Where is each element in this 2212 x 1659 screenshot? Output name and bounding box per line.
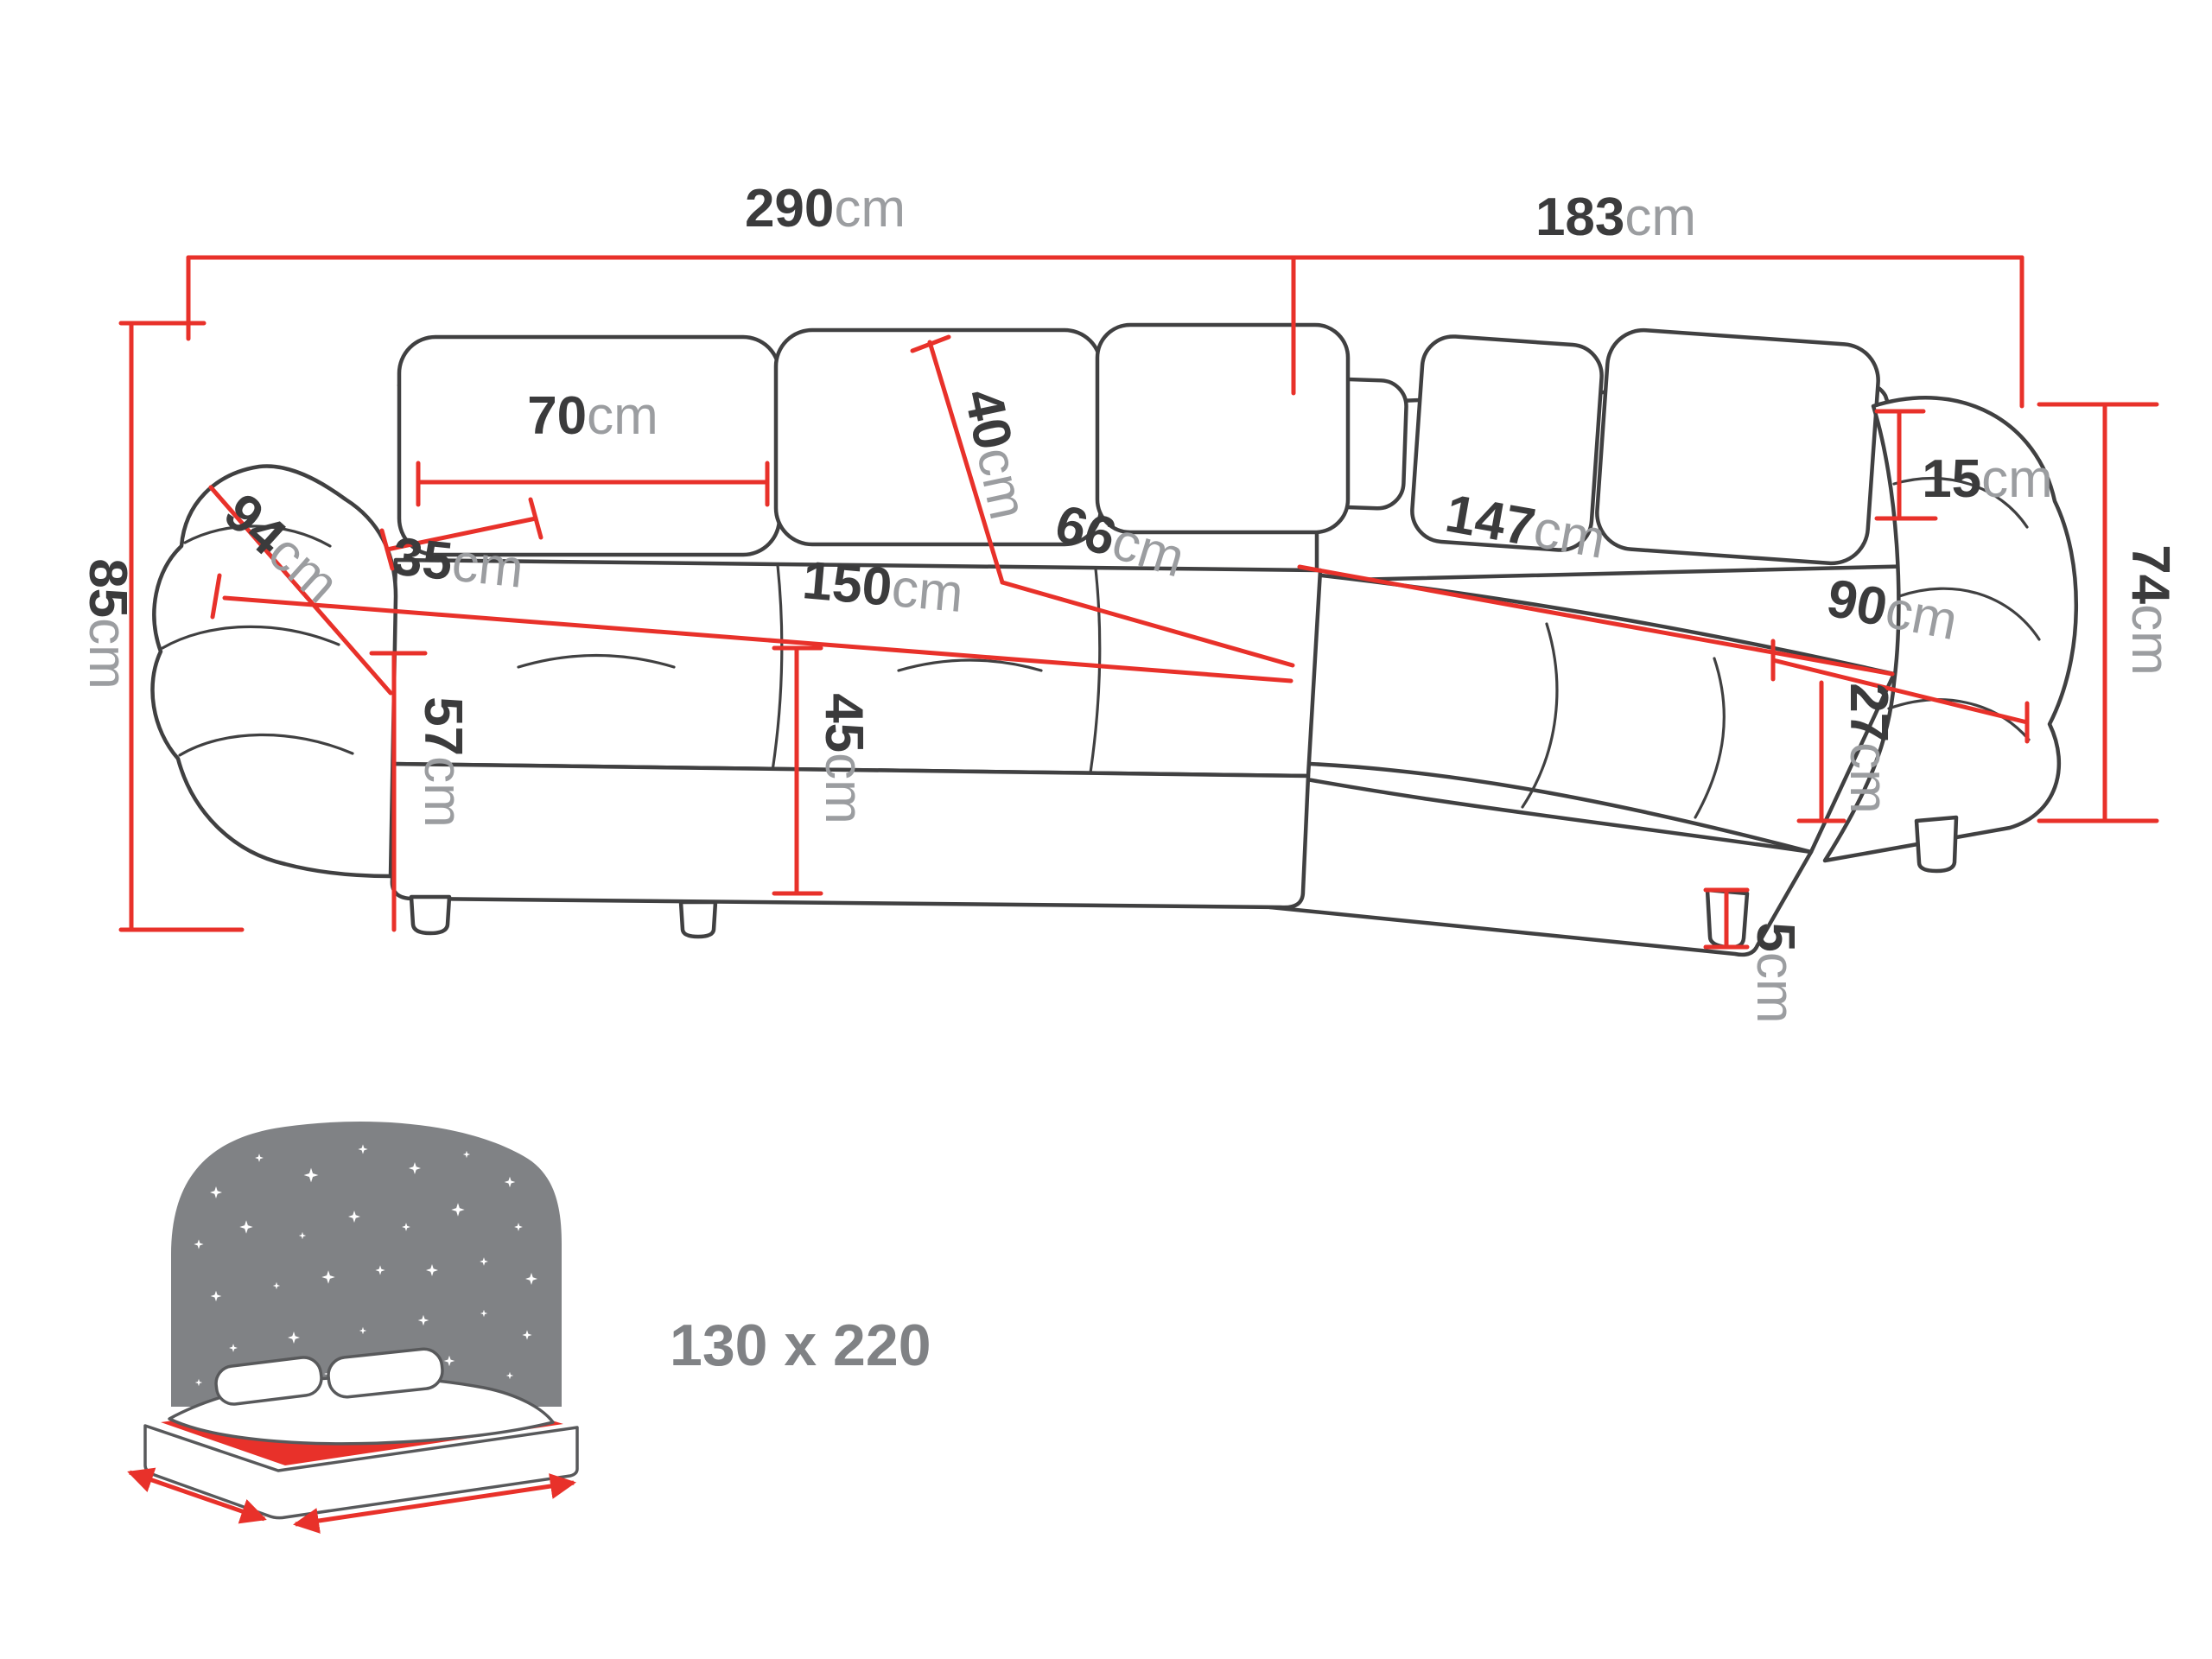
left-seat-seam	[1089, 567, 1102, 774]
bed-with-starry-headboard-icon	[127, 1121, 579, 1534]
left-armrest-roll	[183, 524, 332, 548]
dim-side-height-label: 74cm	[2120, 544, 2180, 676]
dim-value: 15	[1922, 449, 1981, 509]
dim-back-cushion-height-line	[910, 334, 1005, 585]
sofa-leg	[678, 899, 718, 939]
dim-unit: cm	[1981, 449, 2053, 509]
dim-chaise-seat-height-line	[1796, 680, 1847, 823]
left-armrest-roll	[161, 625, 340, 650]
sleeping-area-label: 130 x 220	[670, 1313, 931, 1378]
dim-unit: cm	[814, 753, 874, 824]
dim-unit: cm	[449, 533, 526, 600]
dim-value: 85	[78, 558, 137, 618]
dim-chaise-seat-height-label: 27cm	[1839, 683, 1898, 814]
back-cushion-left-2	[773, 327, 1103, 547]
dim-unit: cm	[889, 558, 965, 624]
dimension-labels: 290cm 183cm 85cm 70cm 40cm 66cm 147cm 15…	[78, 179, 2180, 1024]
dim-unit: cm	[1745, 952, 1805, 1024]
dim-value: 5	[1745, 922, 1805, 951]
dim-armrest-height-line	[369, 651, 428, 932]
dim-unit: cm	[834, 179, 906, 238]
dim-value: 35	[390, 526, 455, 592]
dim-total-width-line	[186, 255, 2024, 341]
dim-total-width-label: 290cm	[745, 179, 906, 238]
dim-unit: cm	[1624, 188, 1696, 247]
dim-side-width-line	[1291, 255, 2024, 409]
back-cushion-left-3	[1095, 322, 1351, 535]
dim-side-height-line	[2037, 402, 2159, 823]
dim-value: 290	[745, 179, 834, 238]
dim-value: 40	[953, 384, 1024, 454]
dim-total-height-label: 85cm	[78, 558, 137, 690]
dim-unit: cm	[1529, 499, 1610, 570]
dim-value: 74	[2120, 544, 2180, 604]
dim-unit: cm	[587, 386, 658, 446]
dim-armrest-depth-line	[208, 485, 393, 696]
dim-unit: cm	[78, 618, 137, 690]
dim-backrest-lip-height-label: 15cm	[1922, 449, 2053, 509]
dim-backrest-lip-height-line	[1874, 409, 1938, 521]
dim-value: 45	[814, 693, 874, 753]
dim-chaise-width-label: 90cm	[1822, 569, 1962, 652]
dim-value: 90	[1822, 569, 1892, 639]
right-armrest-roll	[1892, 476, 2029, 529]
right-armrest	[1822, 396, 2079, 863]
headboard-shape	[171, 1121, 562, 1407]
dim-seat-height-label: 45cm	[814, 693, 874, 824]
dim-chaise-width-line	[1770, 639, 2030, 744]
pillow	[327, 1347, 444, 1399]
chaise-seat-seam	[1521, 622, 1559, 809]
back-cushion-left-1	[397, 334, 782, 557]
sofa-leg	[1914, 815, 1959, 874]
sofa-drawing	[150, 322, 2079, 957]
dim-back-cushion-height-label: 40cm	[953, 384, 1039, 524]
dim-unit: cm	[965, 442, 1039, 524]
dim-seat-width-label: 150cm	[800, 550, 965, 624]
dim-value: 70	[527, 386, 587, 446]
right-armrest-roll	[1897, 587, 2041, 641]
dim-leg-height-line	[1703, 887, 1750, 950]
dim-value: 57	[413, 696, 473, 756]
left-seat-seam	[771, 563, 784, 772]
dim-seat-height-line	[772, 645, 823, 896]
dim-chaise-length-line	[1297, 564, 1895, 677]
dim-unit: cm	[2120, 604, 2180, 676]
dim-value: 150	[800, 550, 894, 618]
dim-back-cushion-width-line	[416, 461, 770, 507]
dim-unit: cm	[1881, 580, 1962, 652]
mattress-length-arrow	[293, 1473, 576, 1534]
back-cushion-right-1	[1410, 334, 1604, 552]
dim-value: 27	[1839, 683, 1898, 742]
dim-back-cushion-width-label: 70cm	[527, 386, 658, 446]
dim-seat-width-line	[210, 573, 1294, 683]
dimension-lines	[118, 255, 2159, 950]
left-seat-crease	[517, 653, 676, 669]
dim-total-height-line	[118, 321, 245, 932]
chaise-seat-seam	[1694, 657, 1726, 819]
dim-corner-seat-depth-line	[1000, 580, 1295, 668]
left-seat-crease	[897, 658, 1043, 672]
dim-unit: cm	[1839, 742, 1898, 814]
right-armrest-roll	[1887, 698, 2031, 741]
sofa-leg	[409, 894, 452, 936]
left-armrest	[150, 464, 398, 879]
dim-side-width-label: 183cm	[1535, 188, 1696, 247]
dim-value: 183	[1535, 188, 1624, 247]
pillow	[214, 1356, 323, 1406]
dim-leg-height-label: 5cm	[1745, 922, 1805, 1023]
dim-armrest-width-line	[379, 497, 543, 571]
back-cushion-right-2	[1595, 327, 1880, 566]
dim-armrest-width-label: 35cm	[390, 526, 526, 599]
dim-armrest-height-label: 57cm	[413, 696, 473, 828]
left-armrest-roll	[178, 733, 354, 757]
mattress-width-arrow	[127, 1467, 267, 1524]
dim-unit: cm	[413, 756, 473, 828]
